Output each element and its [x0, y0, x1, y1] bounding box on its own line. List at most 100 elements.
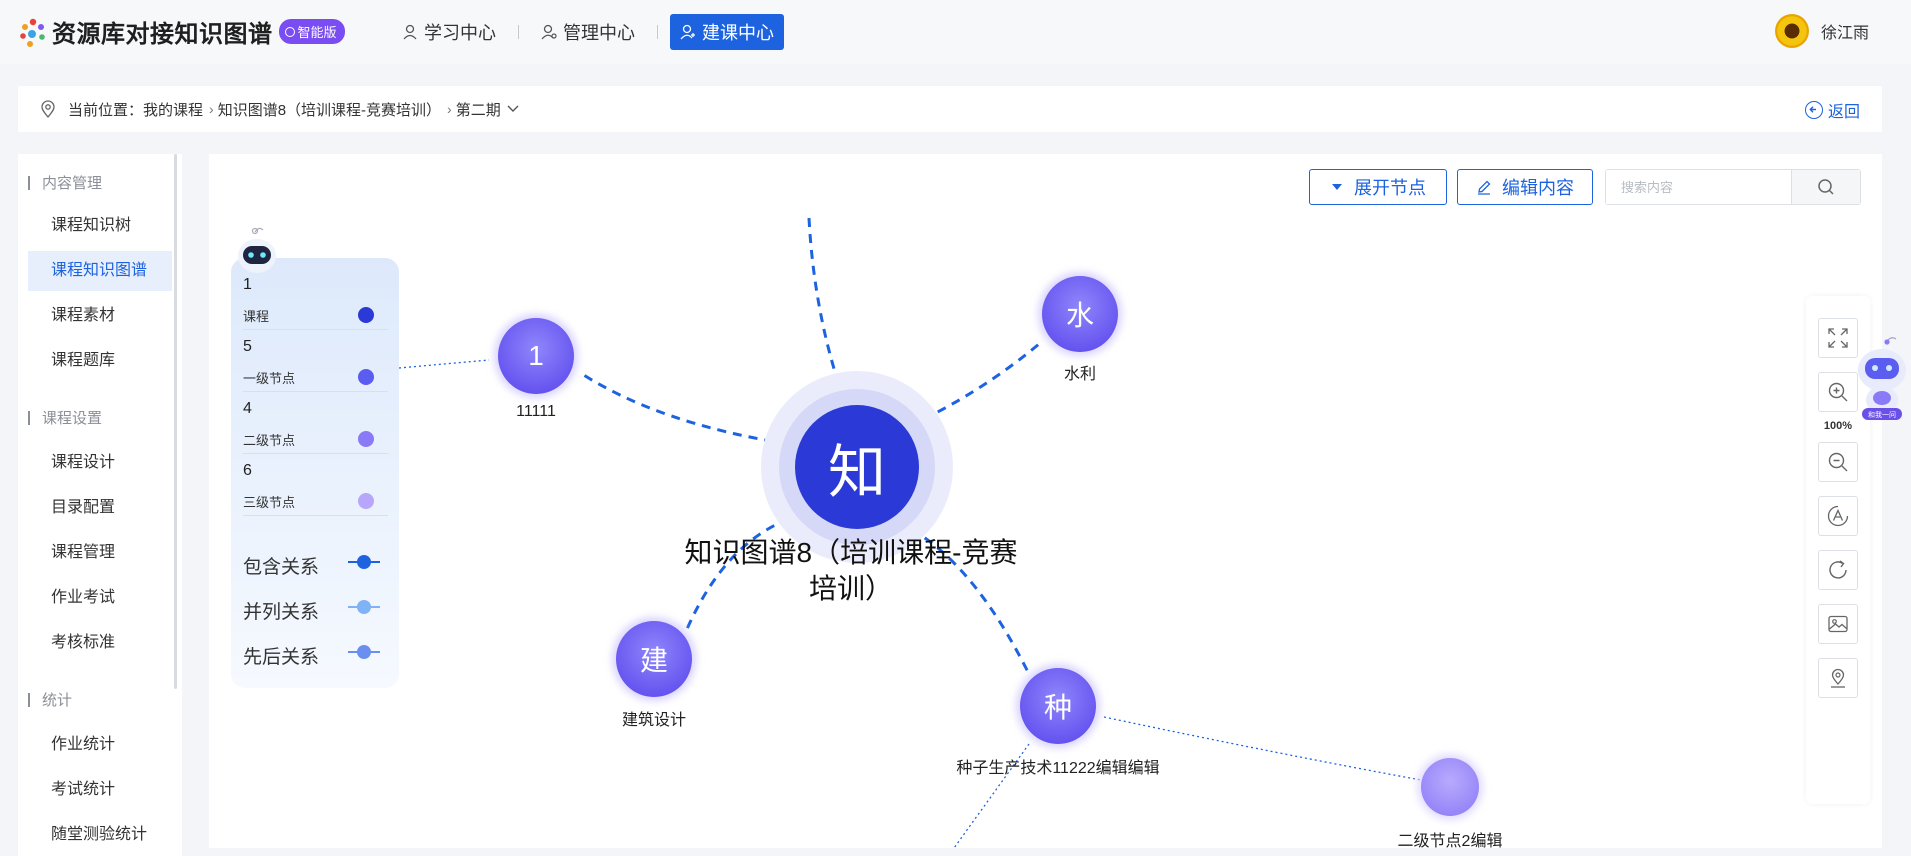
- legend-relation-dot: [357, 555, 371, 569]
- sidebar-item-catalog-config[interactable]: 目录配置: [51, 499, 116, 516]
- node-label: 种子生产技术11222编辑编辑: [956, 760, 1160, 777]
- zoom-in-icon: [1828, 382, 1848, 402]
- image-icon: [1828, 615, 1848, 633]
- sidebar-section-title: 课程设置: [28, 407, 102, 428]
- node-label: 二级节点2编辑: [1397, 833, 1503, 850]
- sidebar-item-materials[interactable]: 课程素材: [51, 307, 116, 324]
- zoom-in-button[interactable]: [1818, 372, 1858, 412]
- legend-relation: 包含关系: [243, 548, 388, 578]
- export-image-button[interactable]: [1818, 604, 1858, 644]
- breadcrumb-term-dropdown[interactable]: 第二期: [456, 99, 520, 120]
- breadcrumb: 当前位置： 我的课程 › 知识图谱8（培训课程-竞赛培训） › 第二期 返回: [18, 86, 1882, 132]
- learning-icon: [403, 24, 417, 40]
- edge-left-offscreen: [398, 359, 490, 369]
- nav-learning-center[interactable]: 学习中心: [392, 14, 506, 50]
- expand-nodes-button[interactable]: 展开节点: [1309, 169, 1447, 205]
- expand-nodes-label: 展开节点: [1354, 178, 1426, 198]
- nav-course-building-center-label: 建课中心: [702, 23, 774, 43]
- knowledge-graph-panel: 知 1 水 建 种 知识图谱8（培训课程-竞赛培训） 11111 水利 建筑设计…: [209, 154, 1882, 850]
- node-char: 种: [1043, 692, 1073, 723]
- legend-node-type: 6 三级节点: [243, 454, 388, 516]
- sidebar-item-knowledge-tree[interactable]: 课程知识树: [51, 217, 132, 234]
- sidebar-item-assessment-standards[interactable]: 考核标准: [51, 634, 116, 651]
- graph-node-1[interactable]: [494, 314, 578, 398]
- sidebar-item-course-design[interactable]: 课程设计: [51, 454, 116, 471]
- edge-top: [807, 217, 846, 401]
- breadcrumb-course[interactable]: 知识图谱8（培训课程-竞赛培训）: [217, 101, 442, 119]
- top-navigation-bar: 资源库对接知识图谱 智能版 学习中心 管理中心 建课中心 徐江雨: [0, 0, 1911, 64]
- location-pin-icon: [1831, 668, 1845, 688]
- fullscreen-icon: [1828, 328, 1848, 348]
- sidebar-item-homework-exams[interactable]: 作业考试: [51, 589, 116, 606]
- robot-assistant-icon[interactable]: [237, 224, 285, 280]
- legend-node-type: 4 二级节点: [243, 392, 388, 454]
- zoom-out-button[interactable]: [1818, 442, 1858, 482]
- sidebar: 内容管理 课程知识树 课程知识图谱 课程素材 课程题库 课程设置 课程设计 目录…: [18, 154, 182, 856]
- search-box: [1605, 169, 1861, 205]
- graph-legend: 1 课程 5 一级节点 4 二级节点 6 三级节点 包含关系 并列关系: [231, 258, 399, 688]
- knowledge-graph-canvas[interactable]: [209, 154, 1882, 848]
- nav-divider: [657, 25, 658, 39]
- node-label: 建筑设计: [621, 712, 687, 729]
- edit-content-button[interactable]: 编辑内容: [1457, 169, 1593, 205]
- app-title: 资源库对接知识图谱: [52, 21, 273, 48]
- locate-button[interactable]: [1818, 658, 1858, 698]
- fullscreen-button[interactable]: [1818, 318, 1858, 358]
- sidebar-scrollbar[interactable]: [174, 154, 177, 689]
- legend-label: 三级节点: [243, 495, 296, 510]
- legend-relation-dot: [357, 645, 371, 659]
- node-label: 水利: [1063, 366, 1097, 383]
- sidebar-item-quiz-stats[interactable]: 随堂测验统计: [51, 826, 148, 843]
- legend-dot: [358, 369, 374, 385]
- sidebar-item-exam-stats[interactable]: 考试统计: [51, 781, 116, 798]
- breadcrumb-term-label: 第二期: [455, 101, 501, 119]
- graph-node-second-level[interactable]: [1417, 754, 1483, 820]
- edge-zhong-bottom: [953, 743, 1030, 848]
- back-label: 返回: [1827, 104, 1860, 121]
- legend-relation-dot: [357, 600, 371, 614]
- nav-divider: [518, 25, 519, 39]
- caret-down-icon: [1332, 184, 1342, 190]
- graph-node-shui[interactable]: [1038, 272, 1122, 356]
- zoom-out-icon: [1828, 452, 1848, 472]
- edit-content-label: 编辑内容: [1502, 178, 1574, 198]
- management-icon: [541, 24, 557, 40]
- chevron-down-icon: [507, 105, 519, 112]
- pencil-icon: [1478, 180, 1491, 195]
- app-logo[interactable]: 资源库对接知识图谱 智能版: [18, 14, 345, 49]
- sidebar-item-knowledge-graph[interactable]: 课程知识图谱: [28, 251, 172, 291]
- sidebar-item-homework-stats[interactable]: 作业统计: [51, 736, 116, 753]
- legend-count: 6: [243, 462, 252, 479]
- nav-course-building-center[interactable]: 建课中心: [670, 14, 784, 50]
- legend-count: 1: [243, 276, 252, 293]
- edition-badge-label: 智能版: [297, 25, 337, 40]
- graph-secondary-edges: [398, 359, 1422, 848]
- search-button[interactable]: [1791, 170, 1860, 204]
- center-node[interactable]: [761, 371, 953, 563]
- nav-learning-center-label: 学习中心: [424, 23, 496, 43]
- refresh-button[interactable]: [1818, 550, 1858, 590]
- text-style-button[interactable]: [1818, 496, 1858, 536]
- sidebar-item-course-management[interactable]: 课程管理: [51, 544, 116, 561]
- graph-node-jian[interactable]: [612, 617, 696, 701]
- node-char: 水: [1065, 300, 1095, 331]
- sidebar-item-question-bank[interactable]: 课程题库: [51, 352, 116, 369]
- breadcrumb-prefix: 当前位置：: [68, 101, 144, 119]
- breadcrumb-separator: ›: [447, 101, 452, 117]
- location-pin-icon: [41, 100, 55, 118]
- nav-management-center-label: 管理中心: [563, 23, 635, 43]
- back-button[interactable]: 返回: [1804, 98, 1860, 122]
- legend-dot: [358, 493, 374, 509]
- legend-label: 一级节点: [243, 371, 296, 386]
- legend-relation-label: 先后关系: [243, 647, 320, 668]
- avatar: [1774, 14, 1809, 48]
- legend-relation: 先后关系: [243, 638, 388, 668]
- text-icon: [1827, 505, 1849, 527]
- logo-icon: [20, 18, 45, 47]
- nav-management-center[interactable]: 管理中心: [531, 14, 645, 50]
- breadcrumb-my-courses[interactable]: 我的课程: [143, 101, 204, 119]
- user-menu[interactable]: 徐江雨: [1774, 14, 1869, 48]
- search-input[interactable]: [1606, 170, 1791, 204]
- ai-assistant-robot-icon[interactable]: 和我一问: [1850, 336, 1911, 424]
- graph-node-zhong[interactable]: [1016, 664, 1100, 748]
